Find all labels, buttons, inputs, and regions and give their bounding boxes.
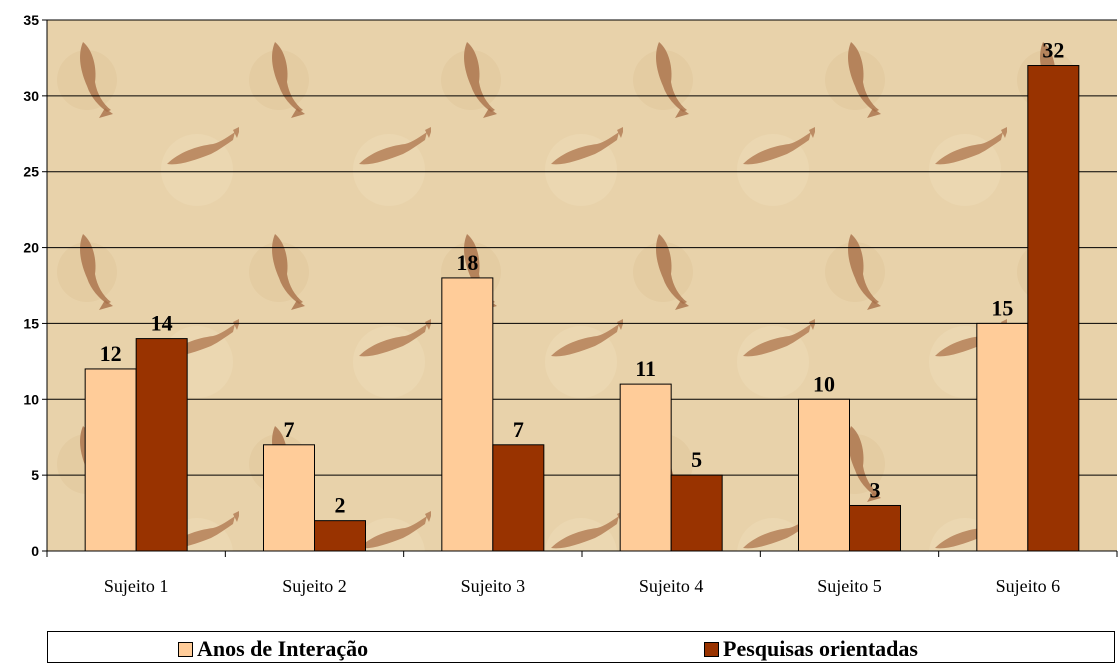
gridlines: [47, 19, 1117, 476]
bar-anos: [976, 322, 1029, 552]
data-label: 18: [456, 250, 478, 275]
bar-pesquisas: [492, 444, 545, 552]
data-labels: 12 14 7 2 18 7 11 5 10 3 15 32: [100, 38, 1065, 518]
x-tick-label: Sujeito 1: [104, 576, 169, 596]
bar-anos: [798, 398, 850, 552]
data-label: 5: [691, 447, 702, 472]
legend-swatch-anos: [178, 641, 193, 657]
y-tick-label: 20: [23, 240, 39, 256]
y-tick-label: 15: [23, 315, 39, 331]
data-label: 10: [813, 371, 835, 396]
data-label: 14: [151, 311, 173, 336]
bar-pesquisas: [1027, 65, 1080, 552]
x-tick-label: Sujeito 5: [817, 576, 882, 596]
y-tick-label: 35: [23, 12, 39, 28]
y-tick-label: 30: [23, 88, 39, 104]
x-tick-label: Sujeito 6: [996, 576, 1061, 596]
y-tick-label: 0: [31, 543, 39, 559]
y-tick-label: 5: [31, 467, 39, 483]
bar-pesquisas: [849, 504, 901, 552]
bar-anos: [263, 444, 315, 552]
y-tick-label: 25: [23, 164, 39, 180]
legend-label-anos: Anos de Interação: [197, 636, 369, 661]
bar-pesquisas: [314, 520, 366, 552]
x-tick-label: Sujeito 2: [282, 576, 347, 596]
data-label: 32: [1042, 38, 1064, 63]
plot-area-background: [47, 20, 1117, 551]
data-label: 12: [100, 341, 122, 366]
legend-item-anos: Anos de Interação: [178, 636, 368, 662]
x-tick-label: Sujeito 4: [639, 576, 704, 596]
legend-swatch-pesquisas: [704, 641, 719, 657]
legend-item-pesquisas: Pesquisas orientadas: [704, 636, 918, 662]
bar-pesquisas: [670, 474, 723, 552]
bar-anos: [441, 277, 494, 552]
bar-anos: [84, 368, 137, 552]
legend-label-pesquisas: Pesquisas orientadas: [723, 636, 918, 661]
data-label: 15: [991, 295, 1013, 320]
x-tick-label: Sujeito 3: [461, 576, 526, 596]
y-tick-label: 10: [23, 391, 39, 407]
bars: [84, 65, 1080, 552]
bar-pesquisas: [135, 338, 188, 552]
data-label: 7: [284, 417, 295, 442]
legend: Anos de Interação Pesquisas orientadas: [47, 631, 1115, 663]
data-label: 7: [513, 417, 524, 442]
data-label: 3: [870, 477, 881, 502]
bar-anos: [619, 383, 672, 552]
data-label: 11: [635, 356, 656, 381]
data-label: 2: [335, 493, 346, 518]
